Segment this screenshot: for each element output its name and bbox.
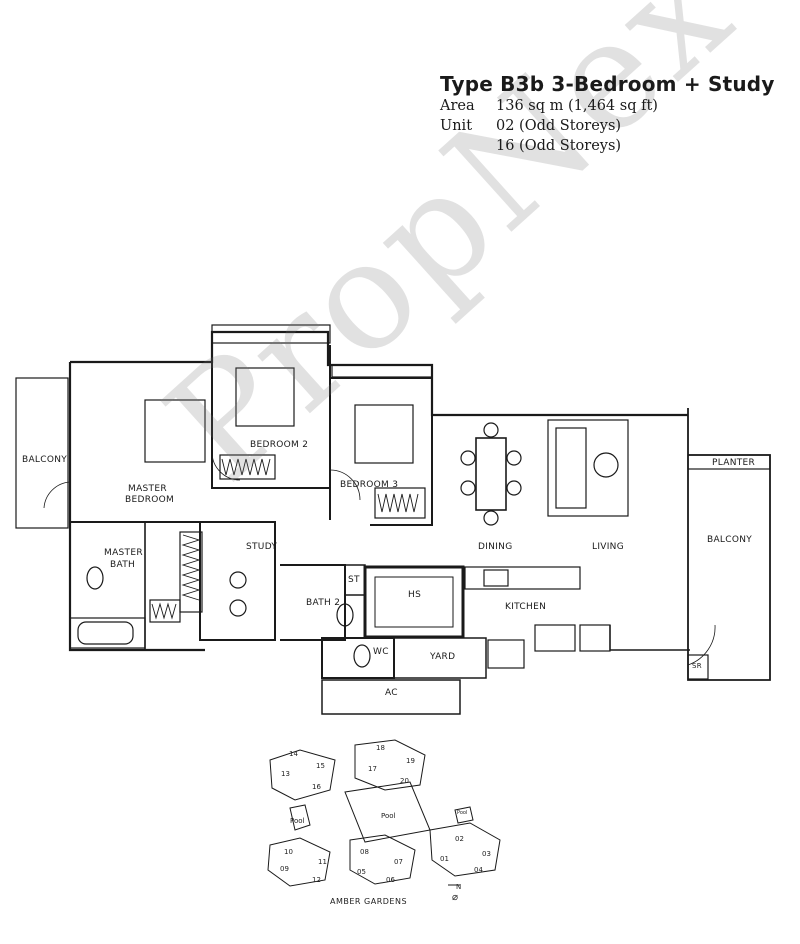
room-label-balcony-right: BALCONY xyxy=(707,535,753,545)
plan-title: Type B3b 3-Bedroom + Study xyxy=(440,72,775,96)
room-label-ac: AC xyxy=(385,688,398,698)
unit-value-1: 02 (Odd Storeys) xyxy=(496,118,622,134)
room-label-master-bedroom-line1: MASTER xyxy=(128,484,167,494)
room-label-bedroom-3: BEDROOM 3 xyxy=(340,480,399,490)
site-block-02: 02 xyxy=(455,835,464,843)
unit-value-2: 16 (Odd Storeys) xyxy=(496,138,622,154)
room-label-bedroom-2: BEDROOM 2 xyxy=(250,440,309,450)
site-block-08: 08 xyxy=(360,848,369,856)
site-block-12: 12 xyxy=(312,876,321,884)
room-label-st: ST xyxy=(348,575,360,585)
site-block-01: 01 xyxy=(440,855,449,863)
estate-name: AMBER GARDENS xyxy=(330,897,408,906)
area-label: Area xyxy=(440,98,475,114)
unit-label: Unit xyxy=(440,118,473,134)
site-block-06: 06 xyxy=(386,876,395,884)
site-block-05: 05 xyxy=(357,868,366,876)
unit-row-2: 16 (Odd Storeys) xyxy=(440,136,790,156)
room-label-master-bath-line1: MASTER xyxy=(104,548,143,558)
unit-row: Unit 02 (Odd Storeys) xyxy=(440,116,790,136)
site-pool-label-3: Pool xyxy=(457,810,468,816)
site-pool-label-1: Pool xyxy=(290,817,305,825)
room-label-living: LIVING xyxy=(592,542,624,552)
site-block-15: 15 xyxy=(316,762,325,770)
room-label-wc: WC xyxy=(373,647,389,657)
room-label-balcony-left: BALCONY xyxy=(22,455,68,465)
north-arrow-icon: ⌀ xyxy=(452,892,459,903)
room-label-dining: DINING xyxy=(478,542,513,552)
site-block-18: 18 xyxy=(376,744,385,752)
room-label-hs: HS xyxy=(408,590,422,600)
site-block-09: 09 xyxy=(280,865,289,873)
room-label-kitchen: KITCHEN xyxy=(505,602,547,612)
area-row: Area 136 sq m (1,464 sq ft) xyxy=(440,96,790,116)
site-block-16: 16 xyxy=(312,783,321,791)
site-block-14: 14 xyxy=(289,750,298,758)
site-block-11: 11 xyxy=(318,858,327,866)
room-label-master-bath-line2: BATH xyxy=(110,560,136,570)
room-label-sr: SR xyxy=(692,662,702,670)
room-label-bath-2: BATH 2 xyxy=(306,598,341,608)
site-block-03: 03 xyxy=(482,850,491,858)
plan-header: Type B3b 3-Bedroom + Study Area 136 sq m … xyxy=(440,72,790,156)
room-label-yard: YARD xyxy=(430,652,456,662)
site-pool-label-2: Pool xyxy=(381,812,396,820)
site-block-19: 19 xyxy=(406,757,415,765)
room-label-master-bedroom-line2: BEDROOM xyxy=(125,495,175,505)
site-block-04: 04 xyxy=(474,866,483,874)
site-block-20: 20 xyxy=(400,777,409,785)
north-label: N xyxy=(456,883,462,891)
room-label-study: STUDY xyxy=(246,542,278,552)
site-block-10: 10 xyxy=(284,848,293,856)
room-label-planter: PLANTER xyxy=(712,458,756,468)
site-block-17: 17 xyxy=(368,765,377,773)
area-value: 136 sq m (1,464 sq ft) xyxy=(496,98,658,114)
site-block-13: 13 xyxy=(281,770,290,778)
site-block-07: 07 xyxy=(394,858,403,866)
